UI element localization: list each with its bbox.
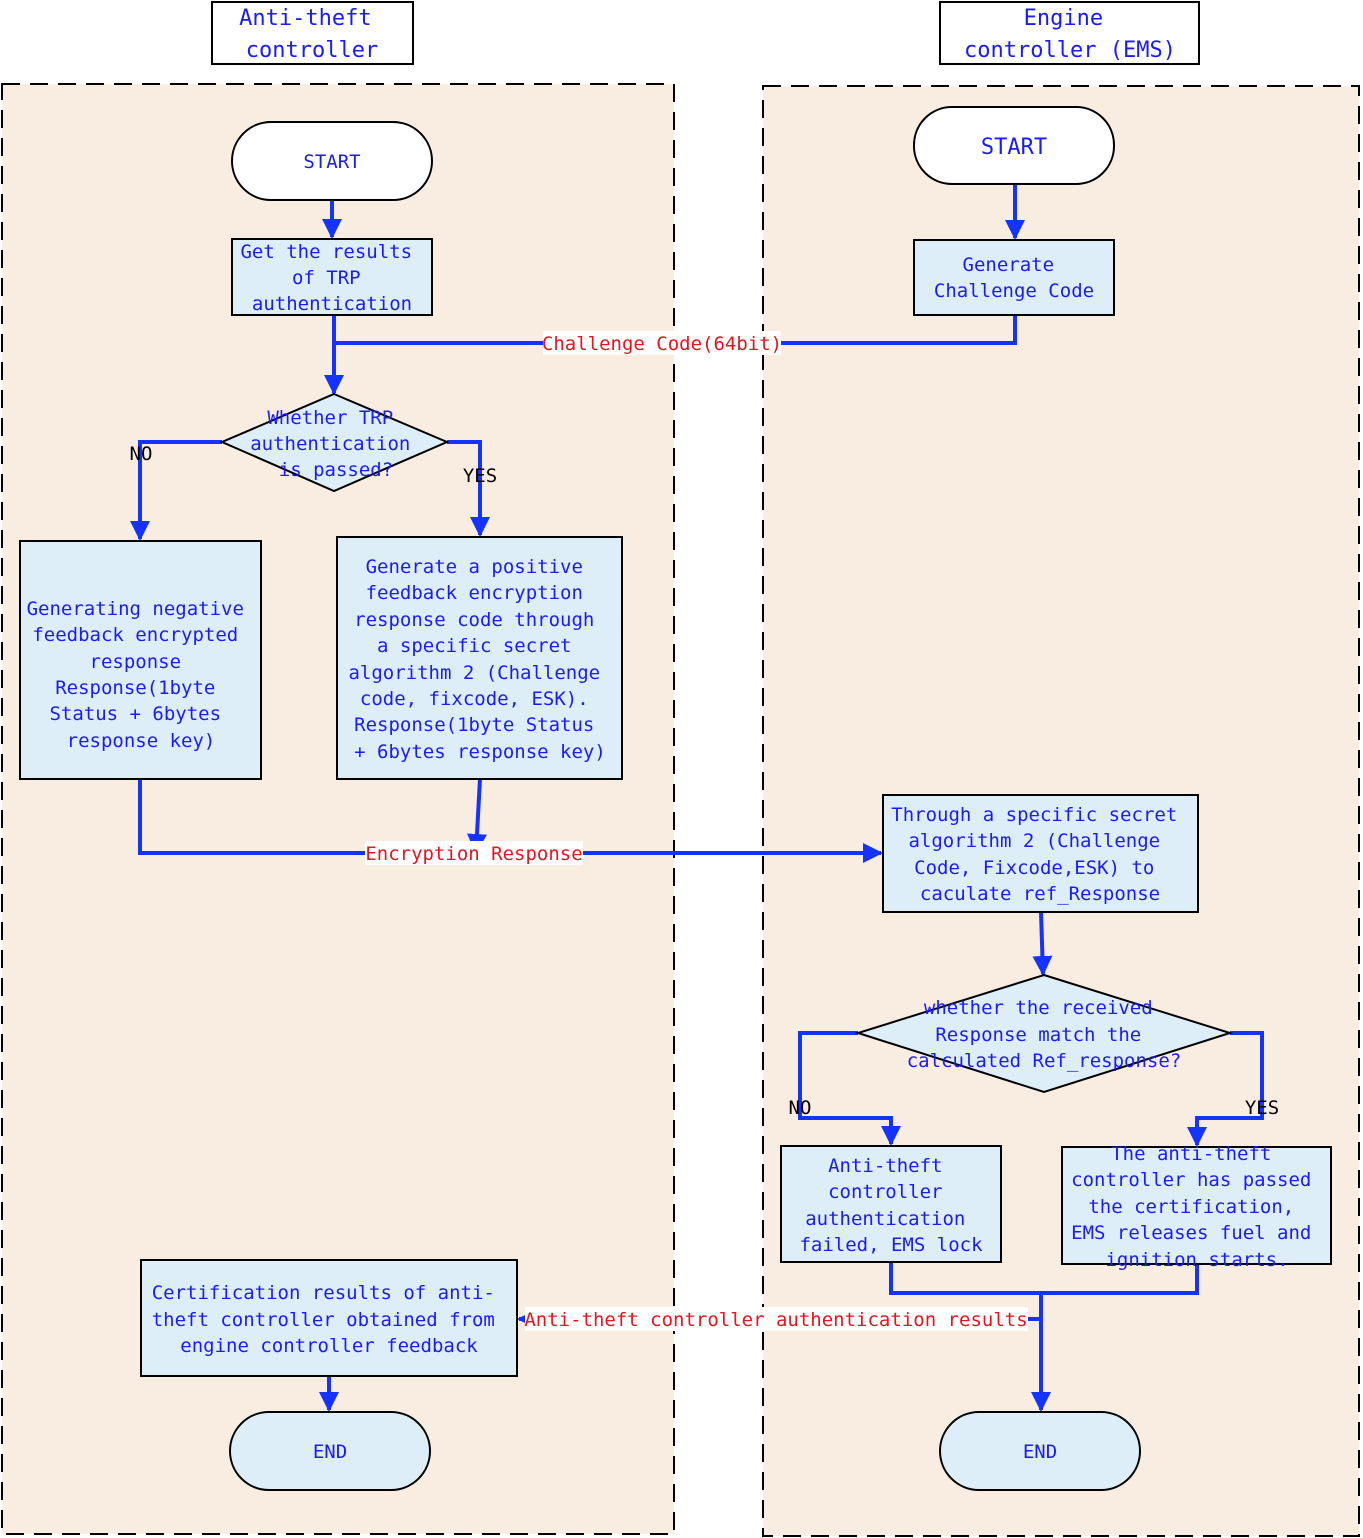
no-label-right: NO (789, 1097, 812, 1119)
lane-title-box-left (211, 1, 414, 65)
trp-results-box (231, 238, 433, 316)
calc-ref-box (882, 794, 1199, 913)
start-right-label: START (981, 135, 1047, 160)
arrow-yes-left (447, 440, 490, 537)
end-left-label: END (313, 1441, 347, 1463)
arrow-no-left (130, 440, 222, 541)
auth-results-label-bg (525, 1307, 1028, 1331)
negative-feedback-label: Generating negative feedback encrypted r… (27, 598, 256, 752)
auth-failed-box (780, 1145, 1002, 1263)
positive-feedback-label: Generate a positive feedback encryption … (348, 556, 611, 763)
end-right-label: END (1023, 1441, 1057, 1463)
yes-label-left: YES (463, 465, 497, 487)
arrow-calc-to-decision (1032, 911, 1053, 976)
trp-results-label: Get the results of TRP authentication (240, 241, 423, 315)
trp-decision (219, 392, 450, 493)
start-left-label: START (303, 151, 360, 173)
lane-title-box-right (939, 1, 1200, 65)
merge-line (889, 1262, 1199, 1295)
arrow-positive-to-line (466, 778, 487, 854)
match-decision-label: whether the received Response match the … (907, 997, 1182, 1072)
auth-results-label: Anti-theft controller authentication res… (524, 1309, 1027, 1331)
auth-passed-label: The anti-theft controller has passed the… (1071, 1143, 1323, 1271)
challenge-code-label-bg (543, 331, 781, 355)
auth-passed-box (1061, 1146, 1332, 1265)
generate-challenge-label: Generate Challenge Code (934, 254, 1094, 302)
end-right (939, 1411, 1141, 1491)
trp-decision-label: Whether TRP authentication is passed? (250, 407, 422, 481)
lane-title-right: Engine controller (EMS) (964, 6, 1176, 63)
cert-results-box (140, 1259, 518, 1377)
lane-title-left: Anti-theft controller (239, 6, 385, 63)
auth-failed-label: Anti-theft controller authentication fai… (799, 1155, 983, 1256)
generate-challenge-box (913, 239, 1115, 316)
start-left (231, 121, 433, 201)
cert-results-label: Certification results of anti- theft con… (152, 1282, 507, 1357)
match-decision (854, 973, 1234, 1094)
negative-feedback-box (19, 540, 262, 780)
arrow-yes-right (1187, 1031, 1264, 1147)
start-right (913, 106, 1115, 185)
encryption-response-label: Encryption Response (365, 843, 582, 865)
yes-label-right: YES (1245, 1097, 1279, 1119)
no-label-left: NO (130, 443, 153, 465)
encryption-response-line (138, 779, 883, 863)
end-left (229, 1411, 431, 1491)
encryption-response-label-bg (365, 841, 583, 865)
positive-feedback-box (336, 536, 623, 780)
calc-ref-label: Through a specific secret algorithm 2 (C… (891, 804, 1188, 905)
arrow-no-right (798, 1031, 901, 1146)
challenge-code-label: Challenge Code(64bit) (542, 333, 782, 355)
